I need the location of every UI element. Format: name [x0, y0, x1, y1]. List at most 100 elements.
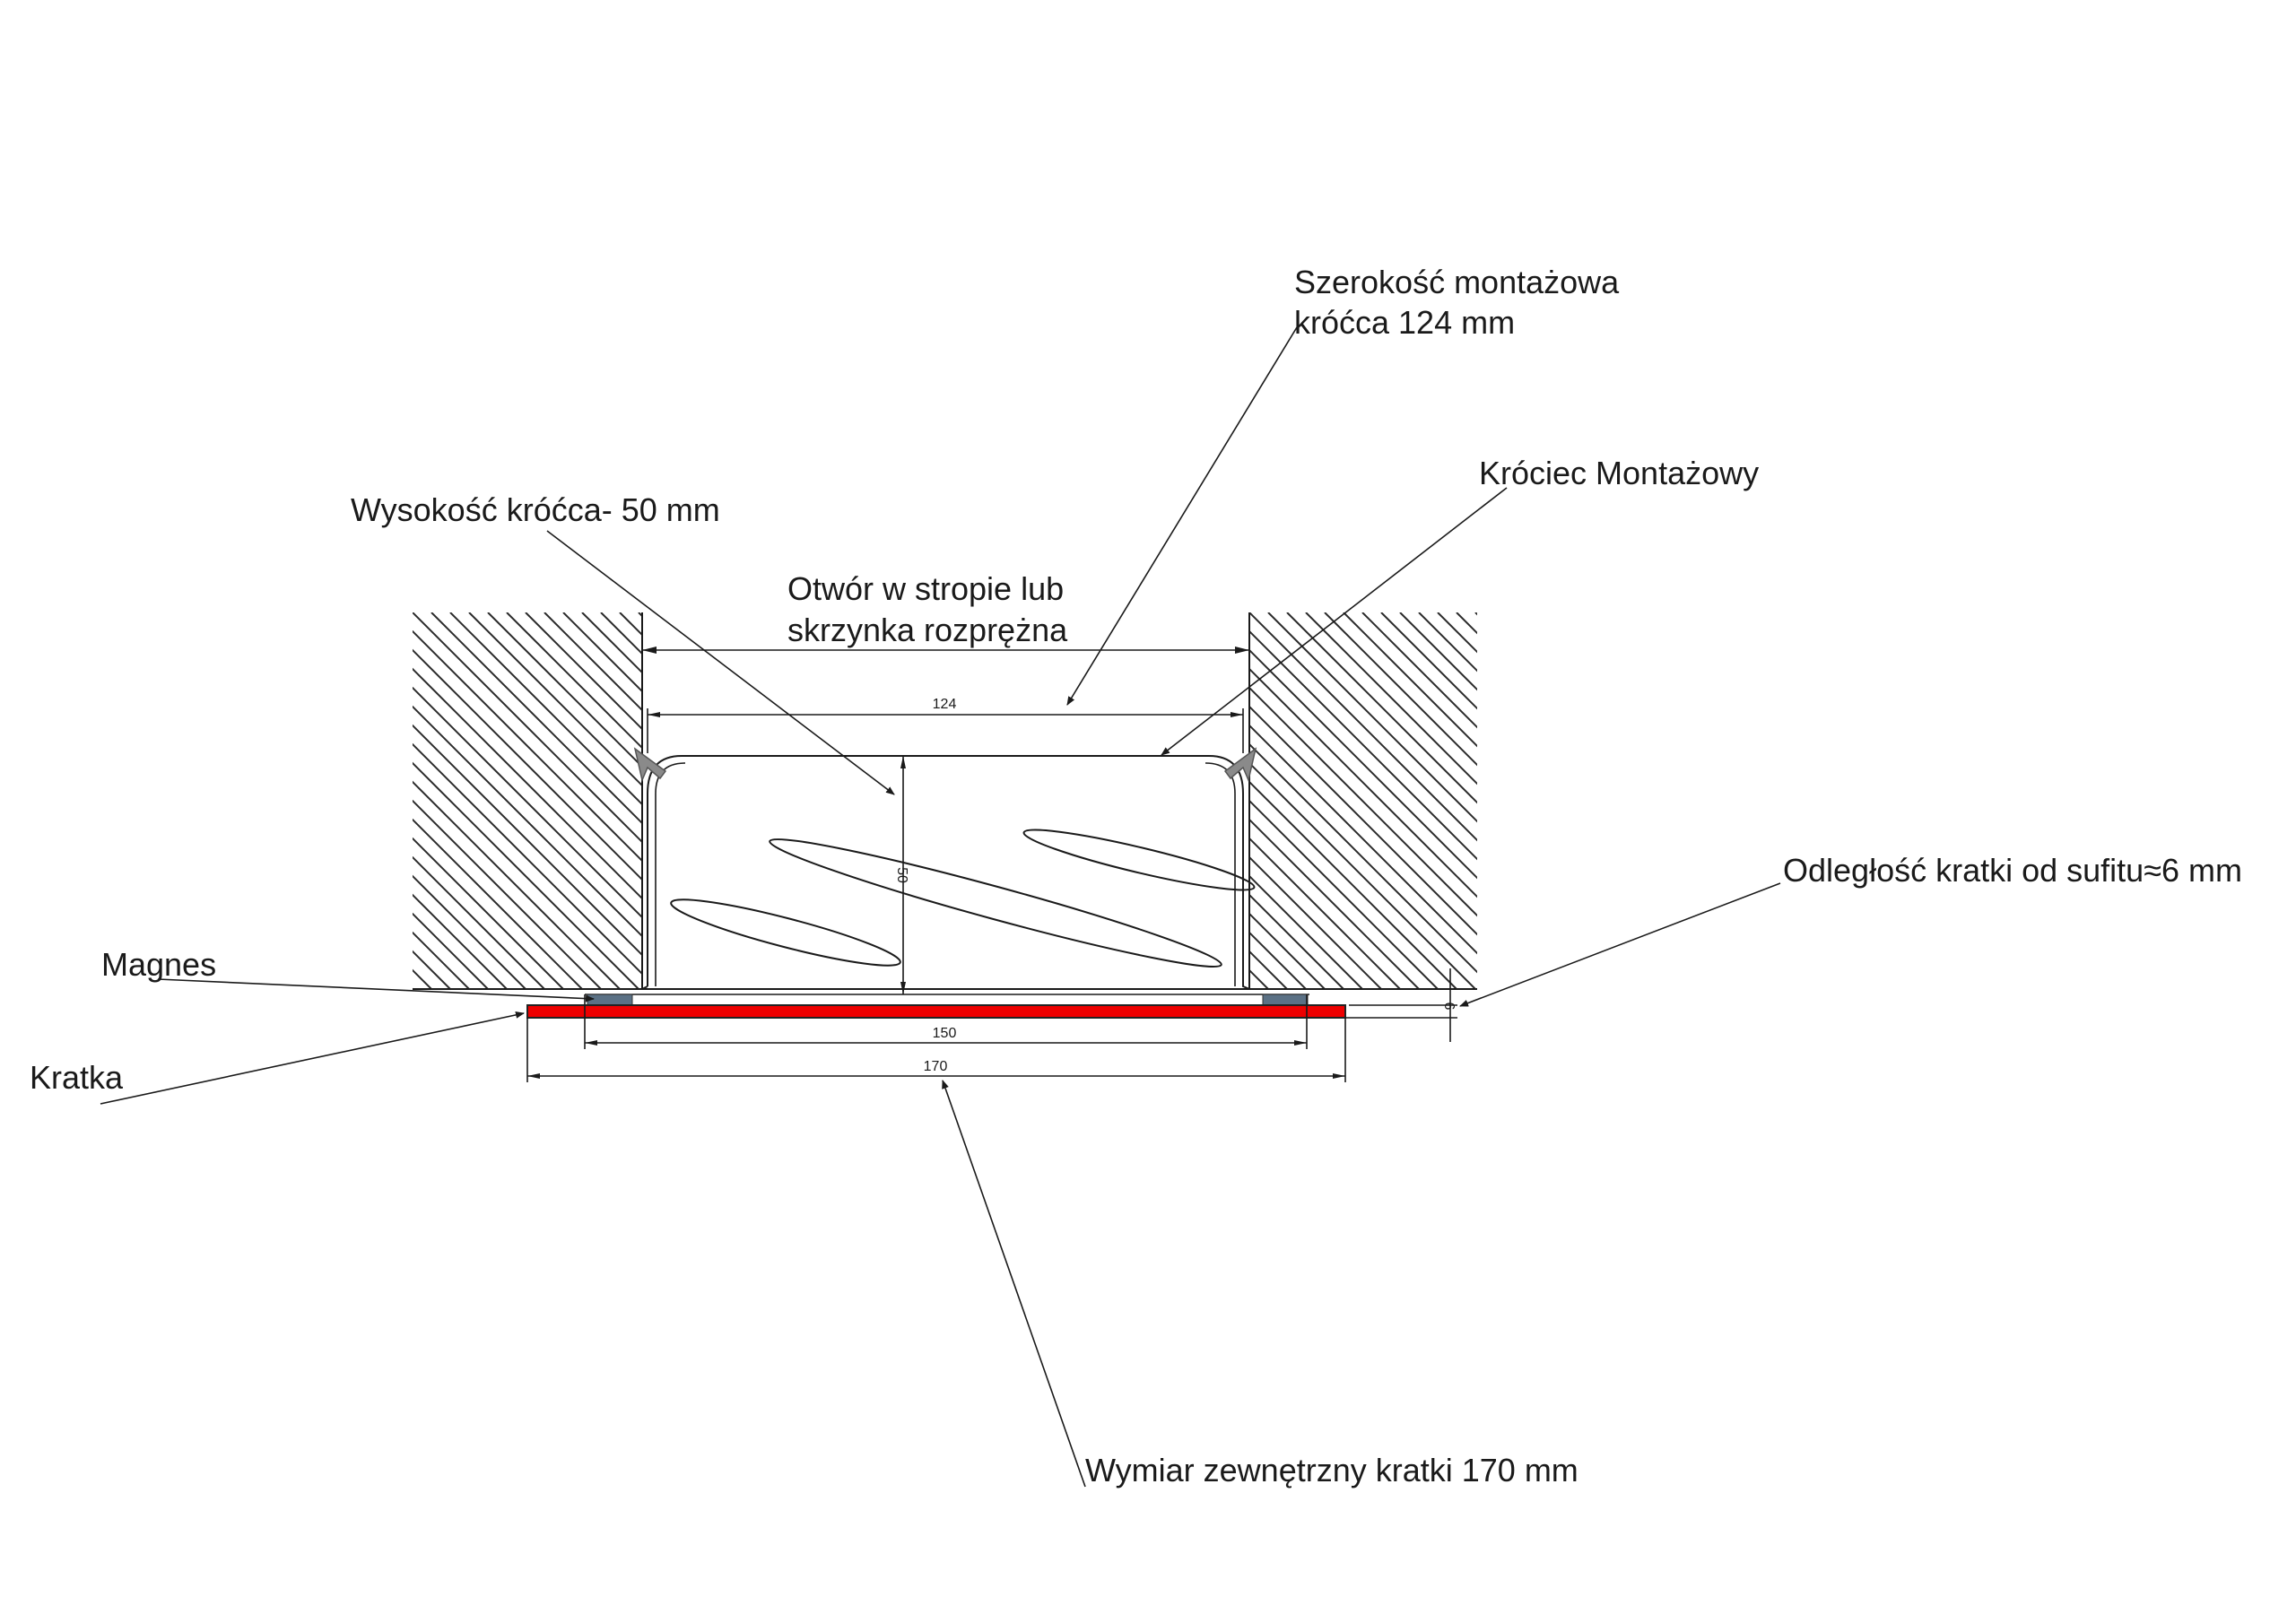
hatch-line	[413, 761, 639, 989]
hatch-line	[1286, 612, 1477, 804]
leader-mounting-connector	[1161, 487, 1508, 756]
hatch-line	[413, 912, 489, 989]
mounting-clip-left	[633, 747, 667, 783]
hatch-line	[1249, 629, 1477, 861]
connector-inner-wall-left	[655, 762, 686, 986]
hatch-line	[413, 818, 583, 989]
damper-blade-2	[769, 838, 1222, 968]
mounting-connector-body	[647, 755, 1250, 990]
hatch-line	[600, 612, 642, 655]
hatch-line	[1456, 612, 1477, 635]
magnet-label: Magnes	[101, 946, 216, 983]
magnet-right	[1262, 994, 1309, 1006]
mounting-clip-right	[1223, 747, 1257, 783]
hatch-line	[413, 893, 508, 989]
hatch-line	[413, 742, 642, 976]
connector-flange-left	[641, 985, 648, 990]
opening-label-line2: skrzynka rozprężna	[787, 612, 1068, 648]
magnet-left	[587, 994, 633, 1006]
hatch-line	[638, 612, 642, 618]
dim-124-text: 124	[933, 697, 957, 712]
hatch-line	[1343, 612, 1477, 748]
hatch-line	[430, 612, 642, 825]
leader-grille-distance	[1459, 882, 1781, 1007]
arrowhead	[642, 647, 657, 654]
hatch-line	[413, 705, 642, 938]
damper-blade-1	[670, 898, 901, 967]
leader-outer-dimension	[942, 1080, 1086, 1488]
arrowhead	[1231, 712, 1243, 717]
hatch-line	[413, 855, 545, 989]
ceiling-left-block	[36, 612, 1034, 989]
hatch-line	[413, 648, 642, 881]
hatch-line	[619, 612, 642, 637]
hatch-line	[1249, 893, 1344, 989]
hatch-line	[1267, 612, 1477, 823]
hatch-line	[413, 968, 432, 989]
hatch-line	[1249, 950, 1288, 989]
hatch-line	[1249, 874, 1363, 989]
grille-label: Kratka	[30, 1059, 124, 1096]
hatch-line	[1249, 761, 1476, 989]
leader-magnet	[157, 978, 595, 1002]
connector-inner-wall-right	[1205, 762, 1236, 986]
mounting-width-label-line2: króćca 124 mm	[1294, 304, 1515, 341]
hatch-line	[1249, 667, 1477, 898]
hatch-line	[1249, 799, 1439, 989]
hatch-line	[544, 612, 642, 712]
mounting-width-label-line1: Szerokość montażowa	[1294, 264, 1620, 300]
arrowhead	[527, 1073, 540, 1079]
hatch-line	[1249, 742, 1477, 974]
hatch-line	[468, 612, 642, 787]
hatch-line	[36, 612, 413, 989]
arrowhead	[585, 1040, 597, 1046]
hatch-line	[525, 612, 642, 731]
damper-blade-3	[1022, 829, 1256, 891]
dim-6-text: 6	[1441, 1002, 1457, 1011]
hatch-line	[413, 612, 642, 844]
hatch-line	[413, 780, 621, 989]
hatch-line	[1249, 968, 1269, 989]
hatch-line	[506, 612, 642, 750]
connector-height-label: Wysokość króćca- 50 mm	[351, 491, 720, 528]
grille-distance-label: Odległość kratki od sufitu≈6 mm	[1783, 852, 2242, 889]
leader-grille	[100, 1011, 525, 1105]
hatch-line	[657, 612, 1034, 989]
hatch-line	[1249, 780, 1457, 989]
hatch-line	[1249, 724, 1477, 955]
hatch-line	[1249, 837, 1401, 989]
arrowhead	[900, 756, 906, 768]
leader-mounting-width	[1066, 326, 1298, 706]
dim-170-text: 170	[924, 1059, 948, 1074]
hatch-line	[1399, 612, 1477, 691]
hatch-line	[1249, 912, 1326, 989]
hatch-line	[413, 724, 642, 957]
hatch-line	[413, 799, 602, 989]
mounting-connector-label: Króciec Montażowy	[1479, 455, 1759, 491]
hatch-line	[487, 612, 642, 768]
hatch-line	[1437, 612, 1477, 654]
hatch-line	[1361, 612, 1477, 729]
opening-label-line1: Otwór w stropie lub	[787, 570, 1064, 607]
hatch-line	[1249, 855, 1382, 989]
hatch-line	[562, 612, 642, 693]
hatch-line	[1380, 612, 1477, 710]
arrowhead	[1333, 1073, 1345, 1079]
hatch-line	[413, 837, 564, 989]
hatch-line	[413, 686, 642, 919]
arrowhead	[1235, 647, 1249, 654]
dim-150-text: 150	[933, 1026, 957, 1041]
hatch-line	[1249, 705, 1477, 936]
ceiling-right-block	[1249, 612, 1871, 989]
dim-50-text: 50	[894, 867, 909, 883]
grille-plate	[526, 1004, 1346, 1019]
hatch-line	[413, 667, 642, 900]
hatch-line	[1249, 648, 1477, 880]
hatch-line	[1249, 686, 1477, 917]
hatch-line	[1494, 612, 1871, 989]
hatch-line	[1249, 987, 1250, 989]
hatch-line	[1324, 612, 1477, 767]
hatch-line	[413, 629, 642, 863]
arrowhead	[900, 982, 906, 994]
